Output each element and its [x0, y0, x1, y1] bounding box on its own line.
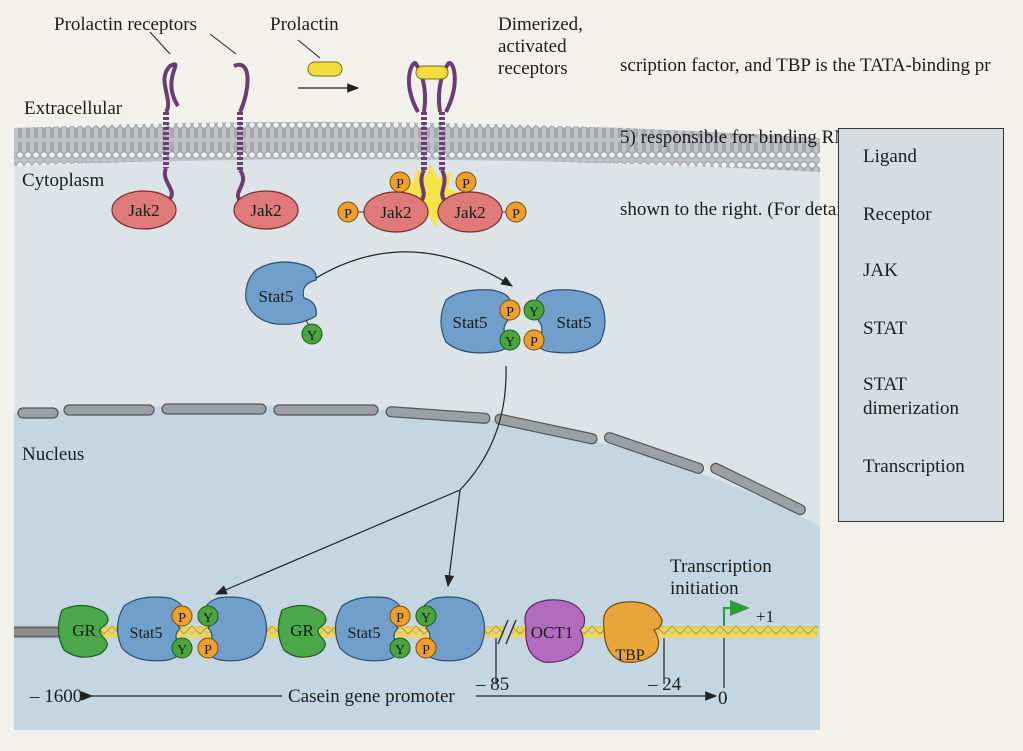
prolactin-receptors-label: Prolactin receptors: [54, 14, 197, 35]
svg-text:Y: Y: [505, 335, 515, 350]
svg-text:Jak2: Jak2: [250, 201, 281, 220]
svg-text:P: P: [344, 207, 352, 222]
binding-arrow-left: [214, 489, 461, 595]
svg-text:P: P: [396, 177, 404, 192]
gr-factor-1: GR: [57, 604, 109, 658]
svg-text:P: P: [506, 305, 514, 320]
nucleus-label: Nucleus: [22, 444, 85, 465]
svg-text:Jak2: Jak2: [454, 203, 485, 222]
jak2-activated-right: Jak2: [437, 191, 503, 233]
svg-text:TBP: TBP: [615, 647, 644, 664]
svg-text:GR: GR: [72, 621, 96, 640]
gr-factor-2: GR: [277, 604, 327, 658]
position-24-label: – 24: [648, 674, 682, 695]
svg-text:Y: Y: [395, 643, 405, 658]
pathway-step-jak: JAK: [863, 260, 898, 281]
position-85-label: – 85: [476, 674, 510, 695]
nuclear-envelope: [17, 403, 806, 516]
svg-text:P: P: [422, 643, 430, 658]
svg-text:Y: Y: [177, 643, 187, 658]
transcription-initiation-label: Transcription initiation: [670, 556, 772, 599]
nuclear-import-arrow: [459, 365, 507, 491]
svg-text:OCT1: OCT1: [531, 623, 574, 642]
pathway-step-stat: STAT: [863, 318, 907, 339]
binding-arrow-right: [444, 489, 461, 588]
svg-text:Y: Y: [307, 329, 317, 344]
svg-text:Stat5: Stat5: [557, 313, 592, 332]
dimerized-receptors-label: Dimerized, activated receptors: [498, 14, 583, 79]
receptor-phosphates: P P P P: [337, 171, 527, 223]
tbp-factor: TBP: [602, 601, 663, 664]
svg-text:P: P: [178, 611, 186, 626]
svg-text:Y: Y: [203, 611, 213, 626]
promoter-axis: [81, 638, 725, 701]
svg-text:P: P: [512, 207, 520, 222]
svg-text:P: P: [530, 335, 538, 350]
svg-text:Stat5: Stat5: [130, 625, 163, 642]
transcription-start-arrow: [723, 600, 750, 626]
plasma-membrane: [14, 121, 820, 172]
casein-promoter-label: Casein gene promoter: [288, 686, 455, 707]
pathway-step-transcription: Transcription: [863, 456, 965, 477]
oct1-factor: OCT1: [524, 599, 586, 663]
pathway-step-ligand: Ligand: [863, 146, 917, 167]
jak2-right: Jak2: [233, 190, 299, 230]
plus-one-label: +1: [756, 607, 775, 626]
svg-text:GR: GR: [290, 621, 314, 640]
svg-text:P: P: [462, 177, 470, 192]
svg-text:Jak2: Jak2: [128, 201, 159, 220]
jak2-left: Jak2: [111, 190, 177, 230]
stat5-dimer-cytoplasm: Stat5 Stat5 P Y Y P: [440, 289, 606, 354]
prolactin-ligand: [307, 61, 343, 77]
svg-text:Jak2: Jak2: [380, 203, 411, 222]
svg-text:P: P: [396, 611, 404, 626]
jak2-activated-left: Jak2: [363, 191, 429, 233]
svg-text:Stat5: Stat5: [348, 625, 381, 642]
signaling-pathway-box: Ligand Receptor JAK STAT STAT dimerizati…: [838, 128, 1004, 522]
stat5-monomer: Stat5 Y: [245, 261, 323, 345]
svg-text:Stat5: Stat5: [453, 313, 488, 332]
extracellular-label: Extracellular: [24, 98, 123, 119]
stat5-dimer-bound-1: Stat5 P Y Y P: [116, 596, 268, 662]
svg-text:Y: Y: [421, 611, 431, 626]
position-0-label: 0: [718, 688, 728, 709]
activation-arrow: [315, 251, 514, 287]
pathway-step-receptor: Receptor: [863, 204, 932, 225]
prolactin-label: Prolactin: [270, 14, 339, 35]
svg-text:P: P: [204, 643, 212, 658]
cytoplasm-label: Cytoplasm: [22, 170, 105, 191]
prolactin-bound: [415, 65, 449, 80]
stat5-dimer-bound-2: Stat5 P Y Y P: [334, 596, 486, 662]
svg-text:Stat5: Stat5: [259, 287, 294, 306]
pathway-step-stat-dimerization: STAT dimerization: [863, 374, 960, 419]
page-text-line-1: scription factor, and TBP is the TATA-bi…: [620, 55, 991, 76]
svg-text:Y: Y: [529, 305, 539, 320]
position-1600-label: – 1600: [30, 686, 83, 707]
